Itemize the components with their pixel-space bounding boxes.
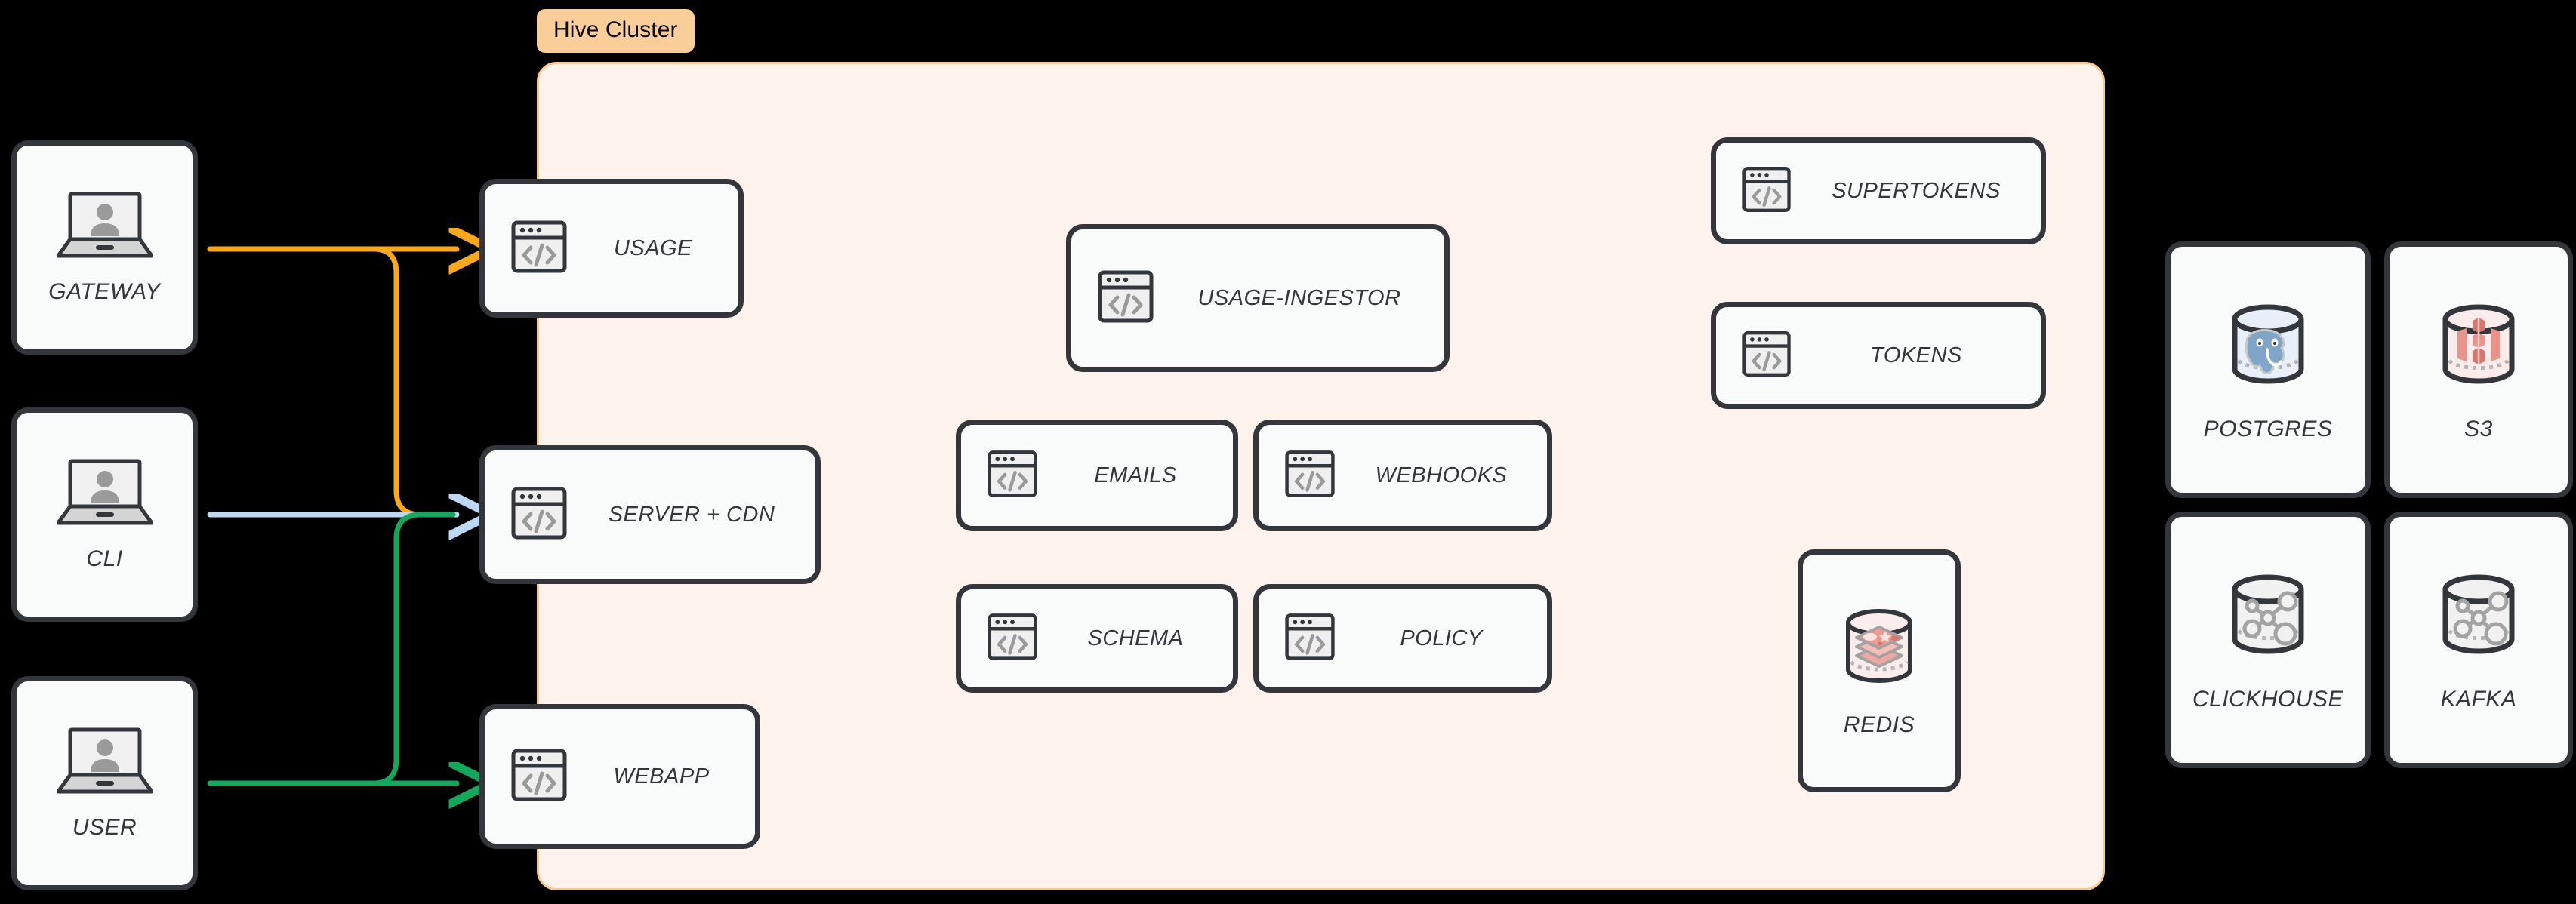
laptop-user-icon [56,191,153,264]
graph-database-icon [2218,568,2318,672]
node-emails[interactable]: EMAILS [956,420,1238,531]
node-server-cdn[interactable]: SERVER + CDN [479,445,821,584]
node-label: CLI [86,546,123,571]
node-label: SCHEMA [1087,626,1184,650]
node-gateway[interactable]: GATEWAY [11,140,198,355]
node-label: EMAILS [1094,463,1177,487]
node-policy[interactable]: POLICY [1253,584,1552,693]
node-label: CLICKHOUSE [2192,686,2344,712]
node-kafka[interactable]: KAFKA [2384,512,2573,768]
node-postgres[interactable]: POSTGRES [2165,241,2371,498]
code-window-icon [510,746,568,807]
code-window-icon [1742,329,1792,383]
node-label: TOKENS [1870,343,1962,367]
connector-user-to-server-cdn [371,512,456,786]
node-s3[interactable]: S3 [2384,241,2573,498]
node-usage[interactable]: USAGE [479,179,744,318]
node-label: SUPERTOKENS [1832,178,2001,203]
node-tokens[interactable]: TOKENS [1711,302,2046,409]
node-label: WEBAPP [613,764,710,789]
node-label: KAFKA [2440,686,2517,712]
node-label: USAGE [613,235,693,260]
code-window-icon [987,448,1038,503]
node-label: REDIS [1843,712,1915,737]
node-clickhouse[interactable]: CLICKHOUSE [2165,512,2371,768]
laptop-user-icon [56,727,153,800]
postgres-database-icon [2218,298,2318,401]
s3-database-icon [2429,298,2528,401]
node-webapp[interactable]: WEBAPP [479,704,760,849]
node-label: SERVER + CDN [608,502,775,527]
node-webhooks[interactable]: WEBHOOKS [1253,420,1552,531]
code-window-icon [1284,448,1336,503]
node-usage-ingestor[interactable]: USAGE-INGESTOR [1066,224,1450,372]
node-supertokens[interactable]: SUPERTOKENS [1711,137,2046,244]
node-label: POSTGRES [2203,416,2333,441]
node-label: USAGE-INGESTOR [1197,285,1401,310]
node-label: POLICY [1400,626,1483,650]
code-window-icon [987,611,1038,666]
code-window-icon [1097,268,1154,329]
node-schema[interactable]: SCHEMA [956,584,1238,693]
code-window-icon [1284,611,1336,666]
laptop-user-icon [56,458,153,531]
node-redis[interactable]: REDIS [1798,549,1961,792]
node-user[interactable]: USER [11,676,198,890]
code-window-icon [510,484,568,546]
redis-database-icon [1835,604,1924,697]
node-label: S3 [2464,416,2493,441]
node-cli[interactable]: CLI [11,407,198,622]
node-label: GATEWAY [48,278,161,304]
connector-gateway-to-server-cdn [371,246,460,518]
node-label: WEBHOOKS [1375,463,1508,487]
code-window-icon [1742,165,1792,218]
node-label: USER [72,814,137,840]
code-window-icon [510,218,568,279]
hive-cluster-badge: Hive Cluster [537,9,695,53]
graph-database-icon [2429,568,2528,672]
